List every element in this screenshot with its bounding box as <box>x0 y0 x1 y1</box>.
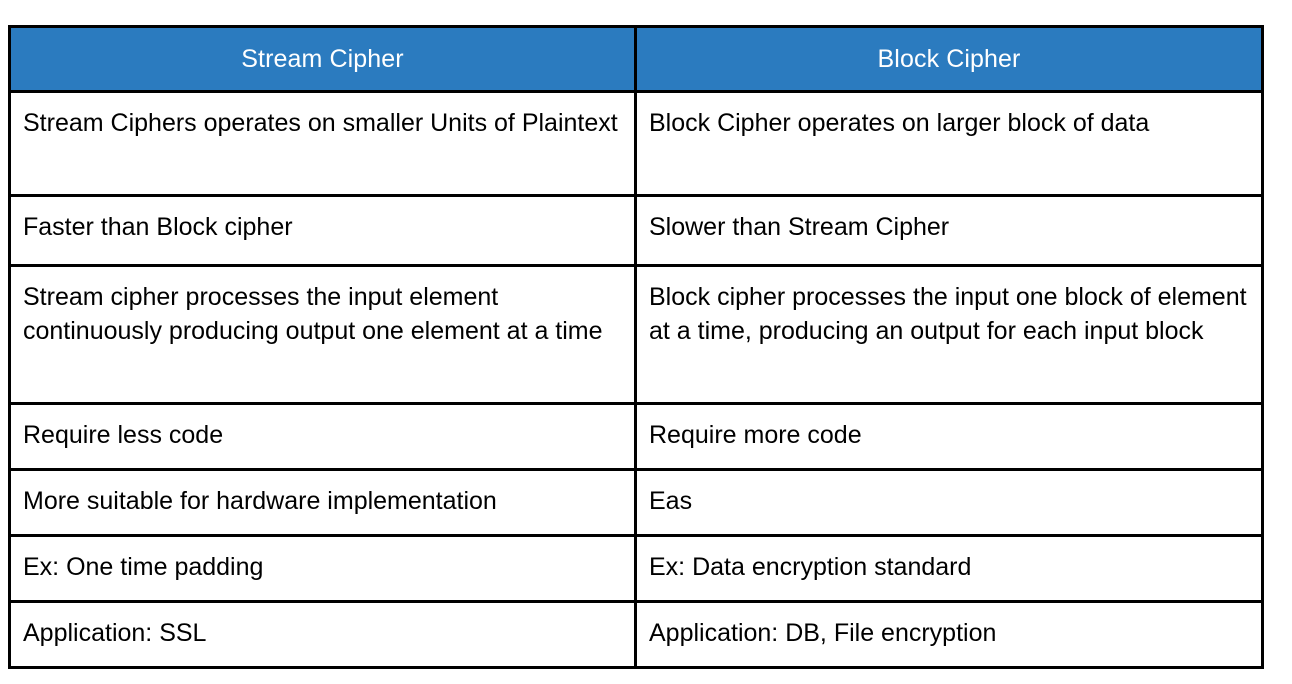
cell-block-cipher: Block Cipher operates on larger block of… <box>634 90 1264 197</box>
table-row: Application: SSL Application: DB, File e… <box>8 600 1264 669</box>
cell-text: Stream Ciphers operates on smaller Units… <box>23 109 618 137</box>
column-header-block-cipher: Block Cipher <box>634 25 1264 93</box>
table-row: Faster than Block cipher Slower than Str… <box>8 194 1264 267</box>
cell-text: Require less code <box>23 421 224 449</box>
table-row: More suitable for hardware implementatio… <box>8 468 1264 537</box>
table-row: Require less code Require more code <box>8 402 1264 471</box>
table-row: Stream cipher processes the input elemen… <box>8 264 1264 405</box>
cell-block-cipher: Eas <box>634 468 1264 537</box>
table-row: Ex: One time padding Ex: Data encryption… <box>8 534 1264 603</box>
cell-stream-cipher: Stream cipher processes the input elemen… <box>8 264 637 405</box>
cell-text: More suitable for hardware implementatio… <box>23 487 497 515</box>
cell-text: Ex: One time padding <box>23 553 264 581</box>
cell-text: Require more code <box>649 421 862 449</box>
cell-text: Stream cipher processes the input elemen… <box>23 283 603 345</box>
cell-block-cipher: Ex: Data encryption standard <box>634 534 1264 603</box>
table-body: Stream Ciphers operates on smaller Units… <box>8 90 1264 669</box>
cell-block-cipher: Application: DB, File encryption <box>634 600 1264 669</box>
cell-stream-cipher: Stream Ciphers operates on smaller Units… <box>8 90 637 197</box>
cell-text: Application: DB, File encryption <box>649 619 997 647</box>
cell-stream-cipher: More suitable for hardware implementatio… <box>8 468 637 537</box>
cell-text: Application: SSL <box>23 619 207 647</box>
cell-text: Ex: Data encryption standard <box>649 553 972 581</box>
cell-stream-cipher: Application: SSL <box>8 600 637 669</box>
cell-text: Eas <box>649 487 693 515</box>
cell-text: Block cipher processes the input one blo… <box>649 283 1247 345</box>
cipher-comparison-table: Stream Cipher Block Cipher Stream Cipher… <box>8 25 1264 669</box>
column-header-stream-cipher: Stream Cipher <box>8 25 637 93</box>
cell-block-cipher: Require more code <box>634 402 1264 471</box>
cell-block-cipher: Slower than Stream Cipher <box>634 194 1264 267</box>
cell-text: Faster than Block cipher <box>23 213 293 241</box>
cell-stream-cipher: Ex: One time padding <box>8 534 637 603</box>
column-header-label: Stream Cipher <box>241 45 404 73</box>
table-header: Stream Cipher Block Cipher <box>8 25 1264 93</box>
cell-block-cipher: Block cipher processes the input one blo… <box>634 264 1264 405</box>
table-row: Stream Ciphers operates on smaller Units… <box>8 90 1264 197</box>
cell-text: Slower than Stream Cipher <box>649 213 950 241</box>
cell-stream-cipher: Require less code <box>8 402 637 471</box>
cell-stream-cipher: Faster than Block cipher <box>8 194 637 267</box>
column-header-label: Block Cipher <box>877 45 1021 73</box>
cell-text: Block Cipher operates on larger block of… <box>649 109 1150 137</box>
header-row: Stream Cipher Block Cipher <box>8 25 1264 93</box>
